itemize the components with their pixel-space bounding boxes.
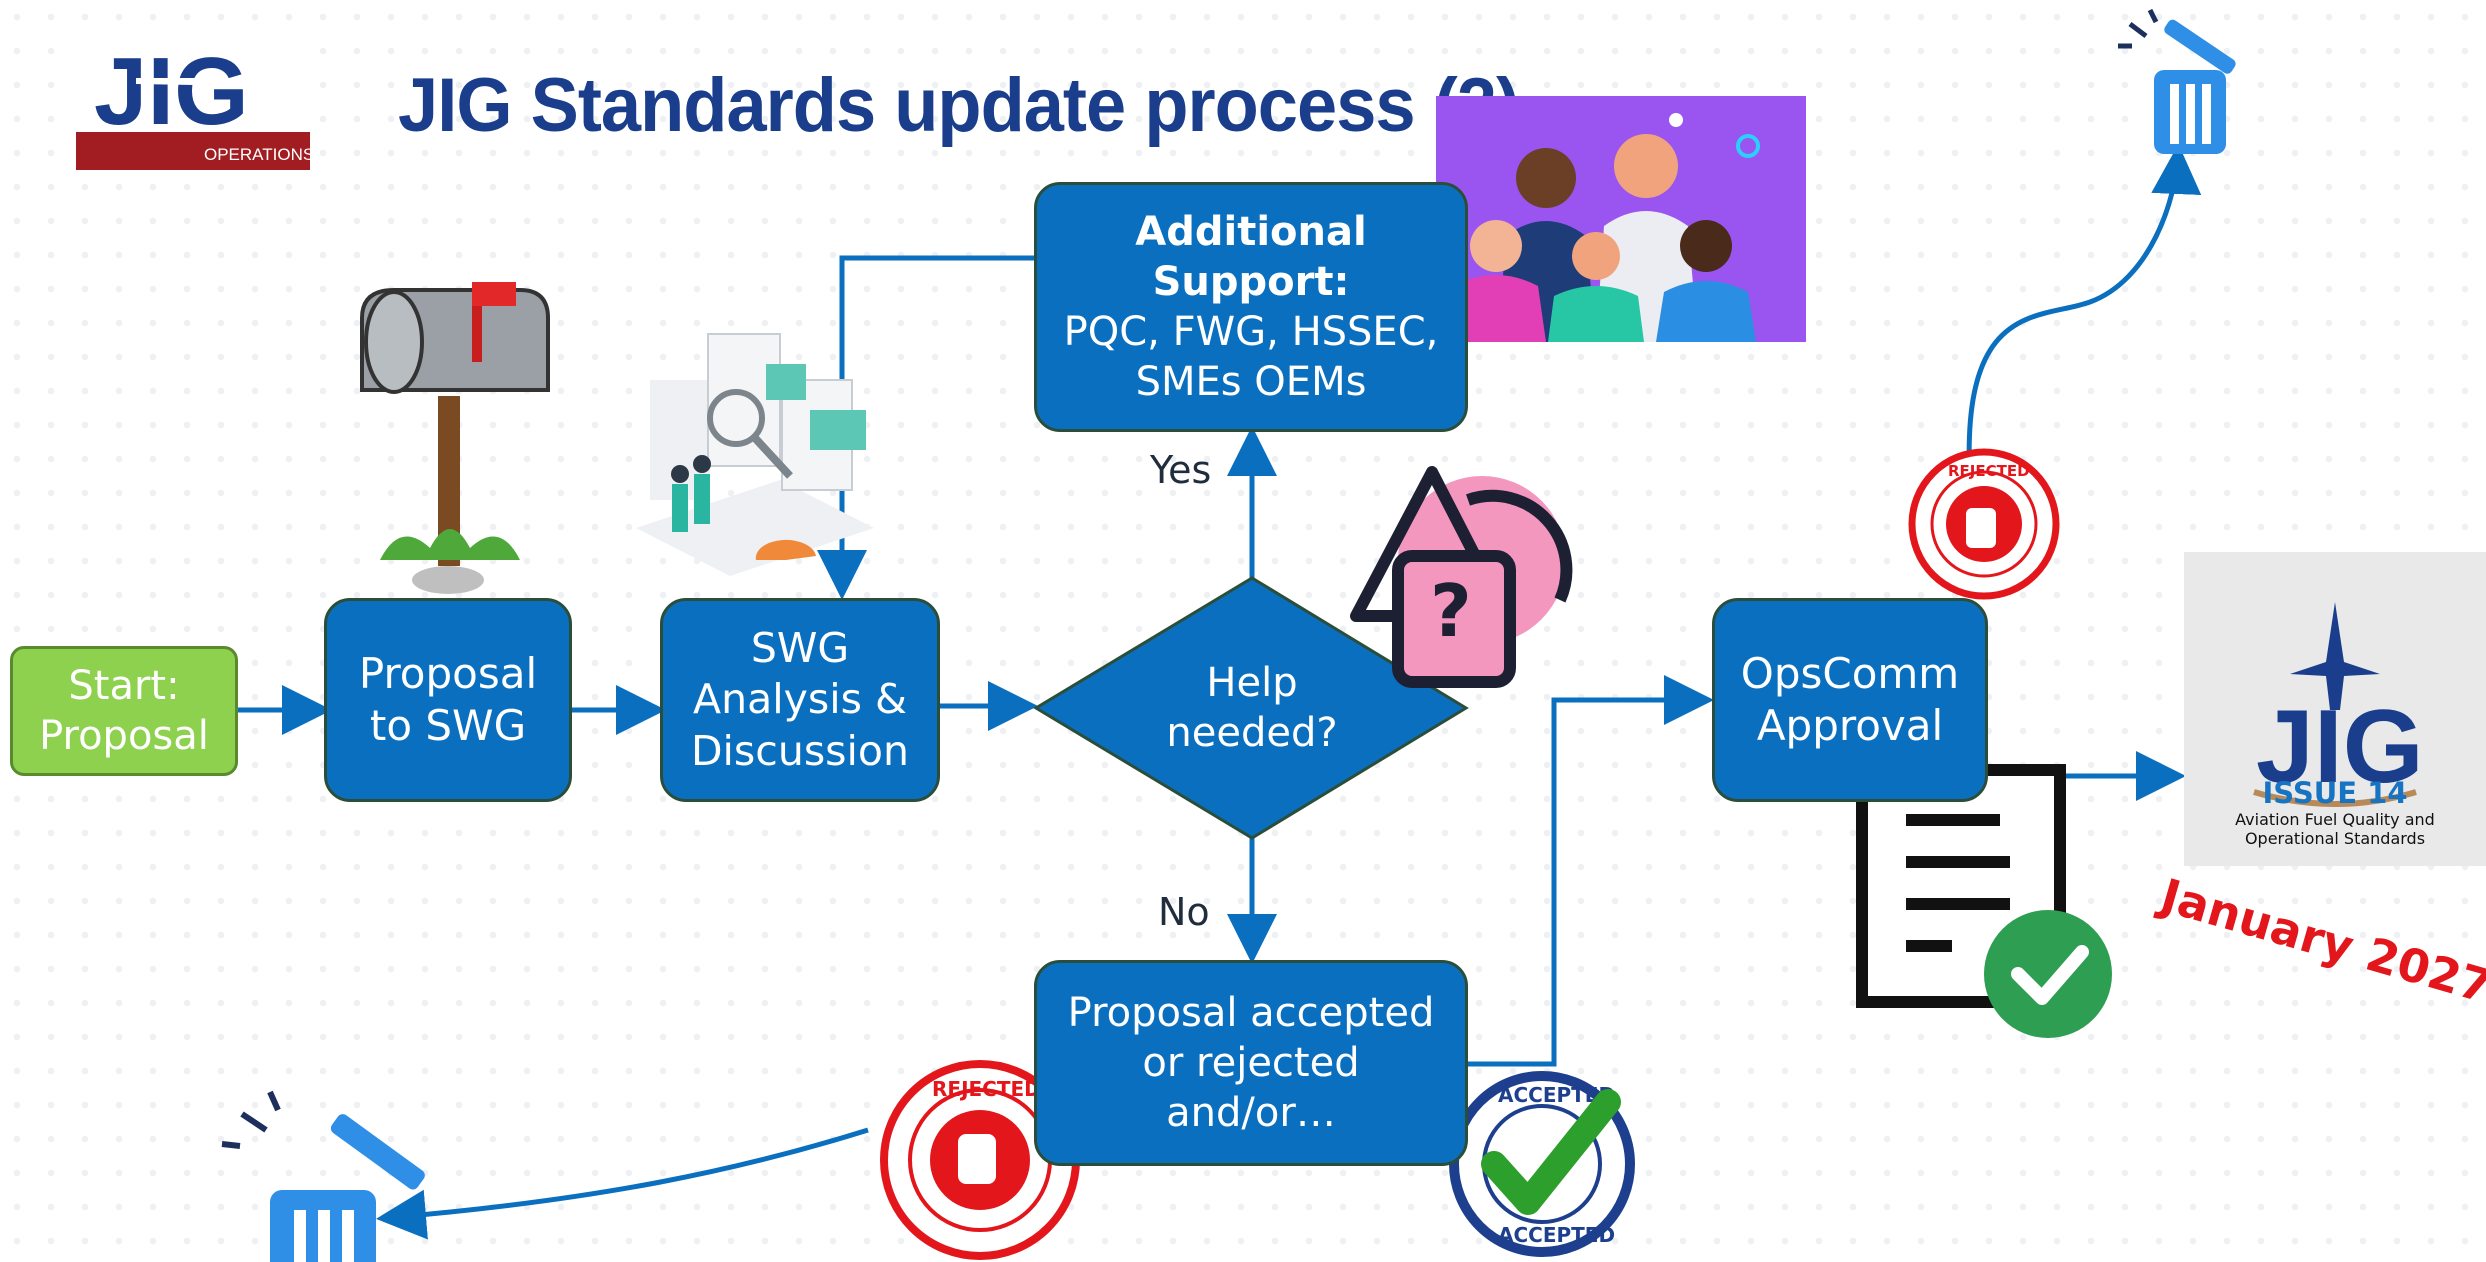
accepted-stamp-icon: ACCEPTED ACCEPTED — [1449, 1071, 1635, 1257]
opscomm-approval-node: OpsComm Approval — [1712, 598, 1988, 802]
start-line2: Proposal — [39, 713, 209, 759]
svg-text:REJECTED: REJECTED — [1948, 462, 2030, 480]
accepted-line3: and/or… — [1166, 1090, 1336, 1136]
help-line1: Help — [1206, 660, 1298, 706]
accepted-line2: or rejected — [1142, 1040, 1360, 1086]
accepted-line1: Proposal accepted — [1067, 990, 1435, 1036]
swg-line2: Analysis & — [693, 675, 907, 724]
start-node: Start: Proposal — [10, 646, 238, 776]
support-line3: PQC, FWG, HSSEC, — [1063, 309, 1439, 355]
svg-text:OPERATIONS: OPERATIONS — [204, 145, 310, 164]
support-line2: Support: — [1152, 259, 1350, 305]
svg-text:REJECTED: REJECTED — [932, 1077, 1041, 1101]
team-illustration — [1436, 96, 1806, 342]
warning-question-icon: ? — [1350, 466, 1573, 688]
help-needed-label: Help needed? — [1080, 640, 1424, 776]
trash-bin-icon-bottom — [221, 1090, 425, 1262]
arrow-support-to-swg — [817, 255, 1034, 600]
start-line1: Start: — [68, 663, 180, 709]
arrow-accepted-to-opscomm — [1468, 675, 1714, 1067]
svg-text:?: ? — [1430, 569, 1472, 653]
support-line4: SMEs OEMs — [1135, 359, 1367, 405]
proposal-line1: Proposal — [358, 648, 538, 698]
document-check-icon — [1856, 764, 2112, 1038]
cover-subtitle: Aviation Fuel Quality and Operational St… — [2235, 810, 2435, 849]
mailbox-icon — [360, 282, 550, 594]
jig-issue-cover: JIG ISSUE 14 Aviation Fuel Quality and O… — [2184, 552, 2486, 866]
support-line1: Additional — [1135, 209, 1367, 255]
edge-label-yes: Yes — [1150, 448, 1212, 492]
help-line2: needed? — [1166, 710, 1338, 756]
rejected-stamp-icon-top: REJECTED — [1908, 448, 2060, 600]
additional-support-node: Additional Support: PQC, FWG, HSSEC, SME… — [1034, 182, 1468, 432]
proposal-accepted-node: Proposal accepted or rejected and/or… — [1034, 960, 1468, 1166]
svg-text:JIG: JIG — [94, 38, 249, 145]
proposal-line2: to SWG — [369, 701, 527, 750]
swg-analysis-node: SWG Analysis & Discussion — [660, 598, 940, 802]
cover-issue-label: ISSUE 14 — [2262, 776, 2408, 810]
edge-label-no: No — [1158, 890, 1210, 934]
swg-line1: SWG — [750, 624, 850, 673]
swg-line3: Discussion — [690, 726, 910, 775]
svg-text:JIG: JIG — [2256, 689, 2424, 805]
jig-operations-logo: JIG OPERATIONS — [76, 38, 314, 170]
svg-text:ACCEPTED: ACCEPTED — [1498, 1223, 1615, 1247]
trash-bin-icon-top — [2118, 8, 2236, 154]
analysis-illustration — [636, 333, 874, 576]
opscomm-line1: OpsComm — [1740, 648, 1960, 698]
arrow-opscomm-to-trash — [1966, 144, 2202, 483]
rejected-stamp-icon-bottom: REJECTED — [880, 1060, 1080, 1260]
proposal-to-swg-node: Proposal to SWG — [324, 598, 572, 802]
arrow-accepted-to-trash — [376, 1127, 869, 1240]
opscomm-line2: Approval — [1756, 701, 1944, 750]
page-title: JIG Standards update process (2) — [398, 63, 1520, 148]
